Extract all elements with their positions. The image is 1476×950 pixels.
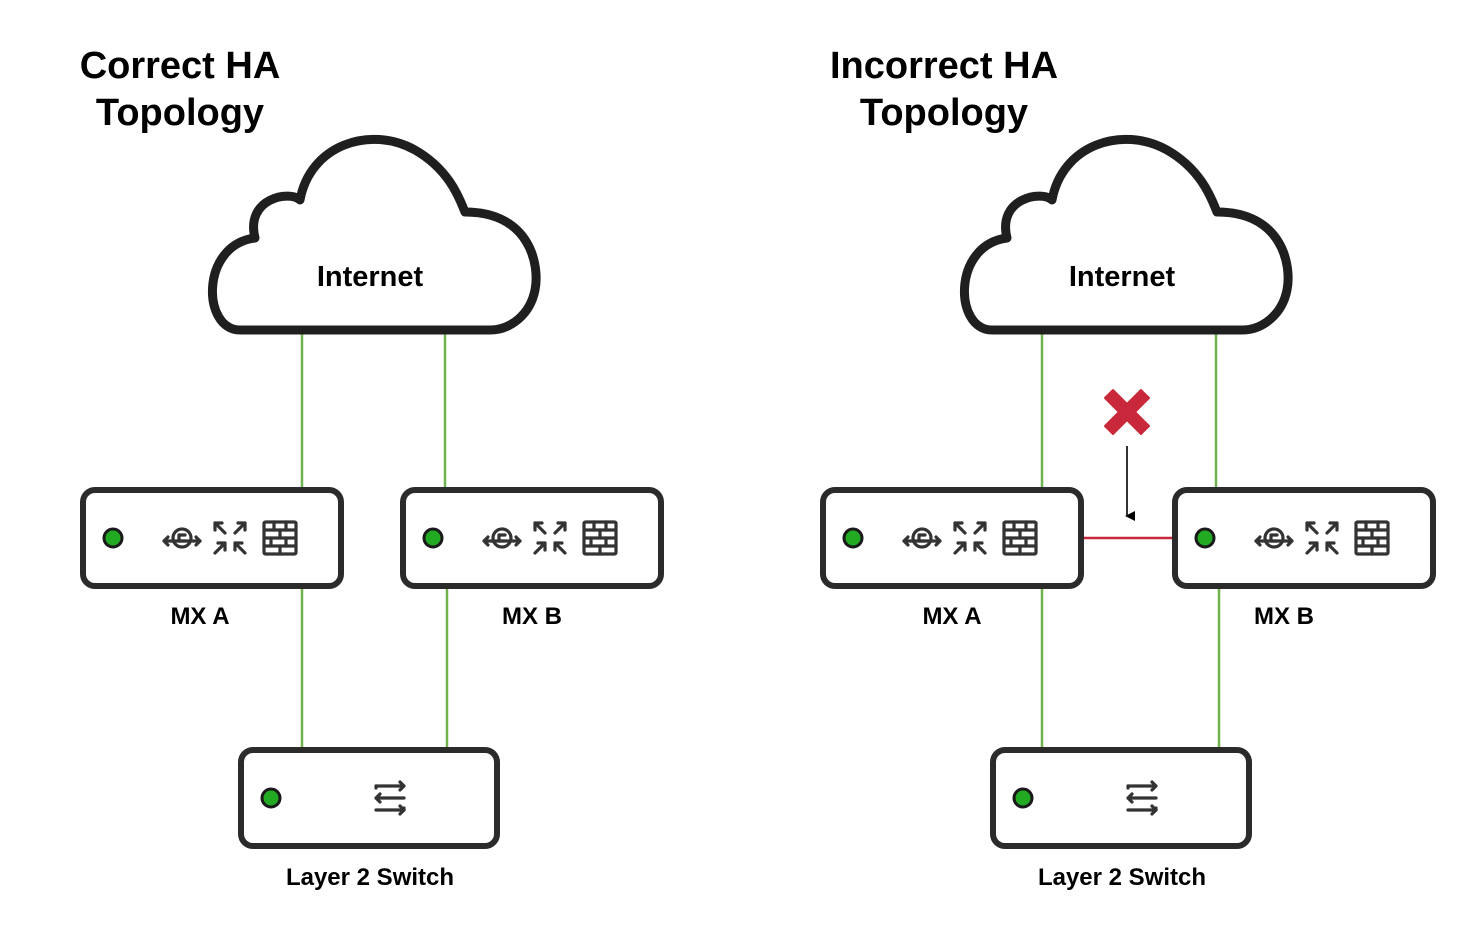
switch-label: Layer 2 Switch	[286, 864, 454, 891]
incorrect-links	[1040, 330, 1221, 750]
switch-arrows-icon	[1126, 780, 1158, 816]
status-led	[842, 527, 864, 549]
mx-b-device	[400, 487, 664, 589]
mx-b-device	[1172, 487, 1436, 589]
switch-label: Layer 2 Switch	[1038, 864, 1206, 891]
internet-label: Internet	[1069, 261, 1176, 293]
correct-title-line1: Correct HA	[80, 45, 281, 87]
status-led	[102, 527, 124, 549]
mx-a-label: MX A	[170, 603, 229, 630]
incorrect-topology: Incorrect HA Topology Internet MX A	[820, 45, 1436, 891]
incorrect-title-line1: Incorrect HA	[830, 45, 1058, 87]
mx-a-label: MX A	[922, 603, 981, 630]
red-x-icon	[1104, 389, 1150, 435]
status-led	[260, 787, 282, 809]
correct-links	[300, 330, 449, 750]
correct-title-line2: Topology	[96, 92, 264, 134]
layer2-switch-device	[990, 747, 1252, 849]
internet-label: Internet	[317, 261, 424, 293]
layer2-switch-device	[238, 747, 500, 849]
mx-a-device	[820, 487, 1084, 589]
internet-cloud: Internet	[964, 139, 1288, 330]
incorrect-title-line2: Topology	[860, 92, 1028, 134]
mx-a-device	[80, 487, 344, 589]
mx-b-label: MX B	[502, 603, 562, 630]
status-led	[422, 527, 444, 549]
status-led	[1012, 787, 1034, 809]
internet-cloud: Internet	[212, 139, 536, 330]
correct-topology: Correct HA Topology Internet MX A MX B	[80, 45, 664, 891]
switch-arrows-icon	[374, 780, 406, 816]
mx-b-label: MX B	[1254, 603, 1314, 630]
status-led	[1194, 527, 1216, 549]
